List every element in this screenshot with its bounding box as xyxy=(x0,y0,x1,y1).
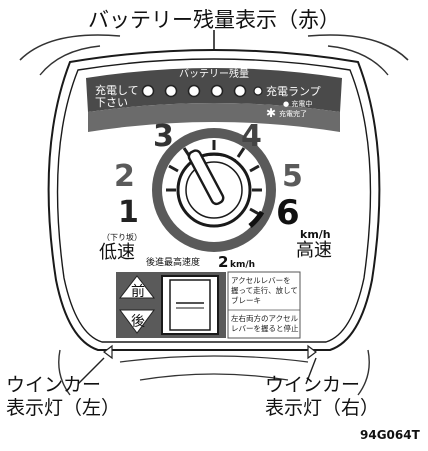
speed-dial xyxy=(152,128,276,252)
charge-done-symbol: ✱ xyxy=(266,106,276,120)
battery-led xyxy=(233,84,247,98)
speed-unit: km/h xyxy=(300,228,331,241)
battery-leds xyxy=(141,84,263,98)
high-speed-label: 高速 xyxy=(296,240,332,261)
charge-lamp-legend-2: 充電完了 xyxy=(279,109,307,118)
charge-warning-line1: 充電して xyxy=(95,83,139,97)
low-speed-label: 低速 xyxy=(99,242,135,263)
dial-number-3: 3 xyxy=(153,119,174,154)
turn-signal-right-callout: ウインカー 表示灯（右） xyxy=(265,374,379,420)
dial-number-6: 6 xyxy=(276,193,300,233)
dial-number-2: 2 xyxy=(114,159,135,194)
charge-lamp-legend-1: ● 充電中 xyxy=(283,99,312,108)
reverse-max-label: 後進最高速度 xyxy=(146,256,200,268)
instruction-2-line1: 左右両方のアクセル xyxy=(231,313,299,323)
instruction-1-line3: ブレーキ xyxy=(231,295,261,305)
turn-signal-right-line2: 表示灯（右） xyxy=(265,397,380,419)
arc-band xyxy=(88,103,340,132)
turn-signal-left-line1: ウインカー xyxy=(6,374,102,396)
instruction-2-line2: レバーを握ると停止 xyxy=(231,323,299,333)
turn-signal-left-leader xyxy=(77,357,105,385)
housing-outline-left xyxy=(19,34,121,61)
forward-arrow-icon xyxy=(118,275,156,299)
turn-signal-right-leader xyxy=(305,357,317,385)
forward-label: 前 xyxy=(131,283,145,300)
turn-signal-right-icon xyxy=(307,344,317,360)
instruction-1-line2: 握って走行、放して xyxy=(231,285,298,295)
reverse-arrow-icon xyxy=(119,309,155,334)
charge-lamp xyxy=(253,86,263,96)
dial-number-1: 1 xyxy=(118,195,139,230)
battery-led xyxy=(141,84,155,98)
battery-led xyxy=(164,84,178,98)
dial-number-4: 4 xyxy=(241,119,262,154)
turn-signal-left-callout: ウインカー 表示灯（左） xyxy=(6,374,120,420)
dial-number-5: 5 xyxy=(282,159,303,194)
battery-indicator-callout: バッテリー残量表示（赤） xyxy=(88,8,340,32)
reverse-max-value: 2 xyxy=(218,253,228,271)
turn-signal-right-line1: ウインカー xyxy=(265,374,361,396)
knob-pointer xyxy=(187,149,225,206)
high-speed-arc xyxy=(248,210,265,228)
turn-signal-left-line2: 表示灯（左） xyxy=(6,397,121,419)
charge-lamp-label: 充電ランプ xyxy=(266,84,321,98)
battery-led xyxy=(187,84,201,98)
instruction-1-line1: アクセルレバーを xyxy=(231,276,291,285)
figure-code: 94G064T xyxy=(360,428,420,442)
reverse-max-unit: km/h xyxy=(230,260,255,270)
instruction-box xyxy=(227,271,301,339)
direction-lever xyxy=(169,279,211,331)
downhill-note: （下り坂） xyxy=(102,232,142,242)
housing-outline-right xyxy=(307,34,409,61)
battery-led xyxy=(210,84,224,98)
charge-warning-line2: 下さい xyxy=(95,96,128,109)
turn-signal-left-icon xyxy=(103,344,113,360)
battery-bar-label: バッテリー残量 xyxy=(179,67,249,80)
reverse-label: 後 xyxy=(131,314,145,330)
